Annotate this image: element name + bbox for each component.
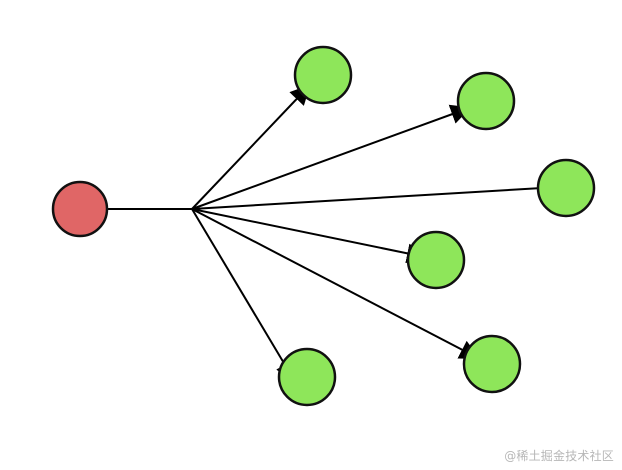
watermark-text: @稀土掘金技术社区 [504,449,614,463]
edge-to-target-4 [191,208,427,264]
target-node-4 [406,230,466,290]
target-node-3 [536,158,596,218]
target-node-6 [277,347,337,407]
source-node [51,180,109,238]
edge-to-target-1 [191,84,311,210]
edge-to-target-5 [191,208,480,359]
edge-to-target-3 [191,178,561,210]
edge-to-target-6 [191,208,296,382]
target-node-5 [462,334,522,394]
edge-to-target-2 [191,104,471,210]
target-node-group [277,45,596,407]
edge-group [191,84,561,382]
target-node-2 [456,71,516,131]
target-node-1 [293,45,353,105]
